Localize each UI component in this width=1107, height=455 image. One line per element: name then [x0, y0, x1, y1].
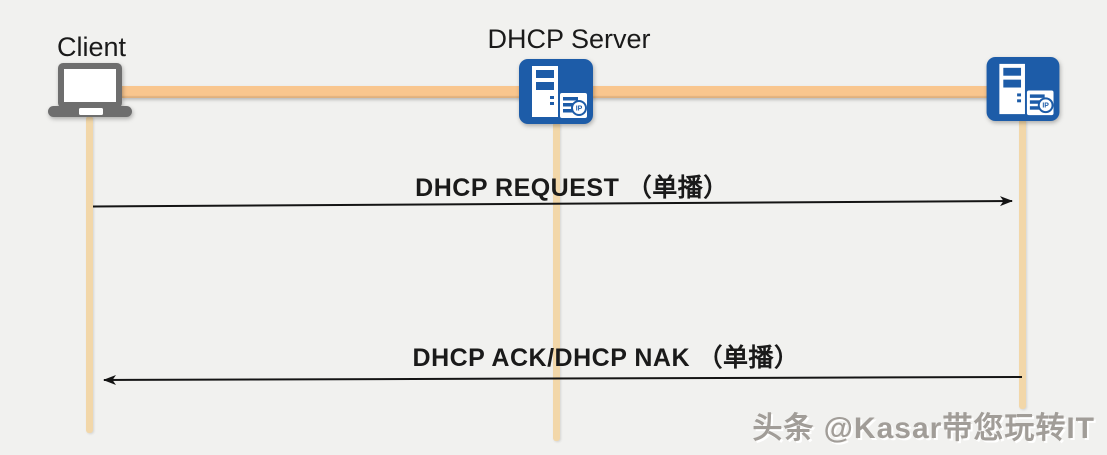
- watermark: 头条 @Kasar带您玩转IT: [752, 412, 1095, 445]
- laptop-icon: [48, 63, 132, 119]
- lifeline-client: [86, 116, 93, 433]
- ip-badge: IP: [576, 106, 583, 113]
- message-label-dhcp-request: DHCP REQUEST （单播）: [415, 174, 729, 202]
- lifeline-dhcp-server: [553, 122, 560, 441]
- message-label-dhcp-ack-nak: DHCP ACK/DHCP NAK （单播）: [412, 344, 800, 372]
- dhcp-server-icon-right: IP: [986, 57, 1060, 121]
- arrow-dhcp-ack-nak: [103, 374, 1023, 385]
- lifeline-server-right: [1019, 119, 1026, 409]
- actor-label-dhcp-server: DHCP Server: [487, 24, 651, 54]
- ip-badge: IP: [1042, 103, 1049, 110]
- dhcp-server-icon: IP: [519, 59, 593, 124]
- actor-label-client: Client: [57, 32, 127, 62]
